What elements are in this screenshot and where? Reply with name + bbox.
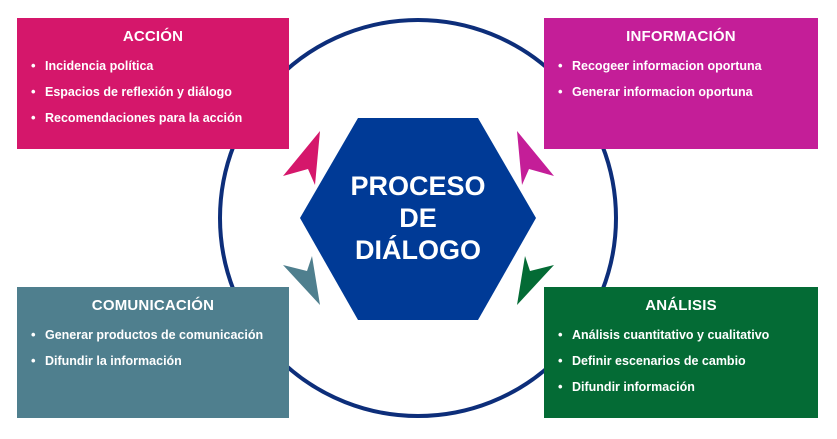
bullet-list: Generar productos de comunicación Difund…: [31, 322, 275, 374]
bullet-list: Incidencia política Espacios de reflexió…: [31, 53, 275, 131]
bullet-list: Recogeer informacion oportuna Generar in…: [558, 53, 804, 105]
box-title: COMUNICACIÓN: [91, 297, 215, 314]
list-item: Generar productos de comunicación: [31, 322, 275, 348]
center-title-line: DIÁLOGO: [355, 235, 481, 265]
list-item: Difundir información: [558, 374, 804, 400]
box-title: ACCIÓN: [122, 28, 184, 45]
list-item: Incidencia política: [31, 53, 275, 79]
center-title-line: DE: [399, 203, 437, 233]
box-title: ANÁLISIS: [645, 297, 717, 314]
center-hexagon: [300, 118, 536, 320]
cycle-ring: [218, 18, 618, 418]
arrow-top-left: [283, 131, 320, 185]
box-comunicacion: COMUNICACIÓN Generar productos de comuni…: [17, 287, 289, 418]
list-item: Recomendaciones para la acción: [31, 105, 275, 131]
arrow-top-right: [517, 131, 554, 185]
box-accion: ACCIÓN Incidencia política Espacios de r…: [17, 18, 289, 149]
arrow-bottom-right: [517, 256, 554, 305]
center-title-line: PROCESO: [350, 171, 486, 201]
list-item: Análisis cuantitativo y cualitativo: [558, 322, 804, 348]
box-informacion: INFORMACIÓN Recogeer informacion oportun…: [544, 18, 818, 149]
list-item: Definir escenarios de cambio: [558, 348, 804, 374]
box-title: INFORMACIÓN: [626, 28, 736, 45]
center-title: PROCESO DE DIÁLOGO: [318, 170, 518, 266]
list-item: Difundir la información: [31, 348, 275, 374]
list-item: Recogeer informacion oportuna: [558, 53, 804, 79]
list-item: Espacios de reflexión y diálogo: [31, 79, 275, 105]
arrow-bottom-left: [283, 256, 320, 305]
list-item: Generar informacion oportuna: [558, 79, 804, 105]
box-analisis: ANÁLISIS Análisis cuantitativo y cualita…: [544, 287, 818, 418]
bullet-list: Análisis cuantitativo y cualitativo Defi…: [558, 322, 804, 400]
